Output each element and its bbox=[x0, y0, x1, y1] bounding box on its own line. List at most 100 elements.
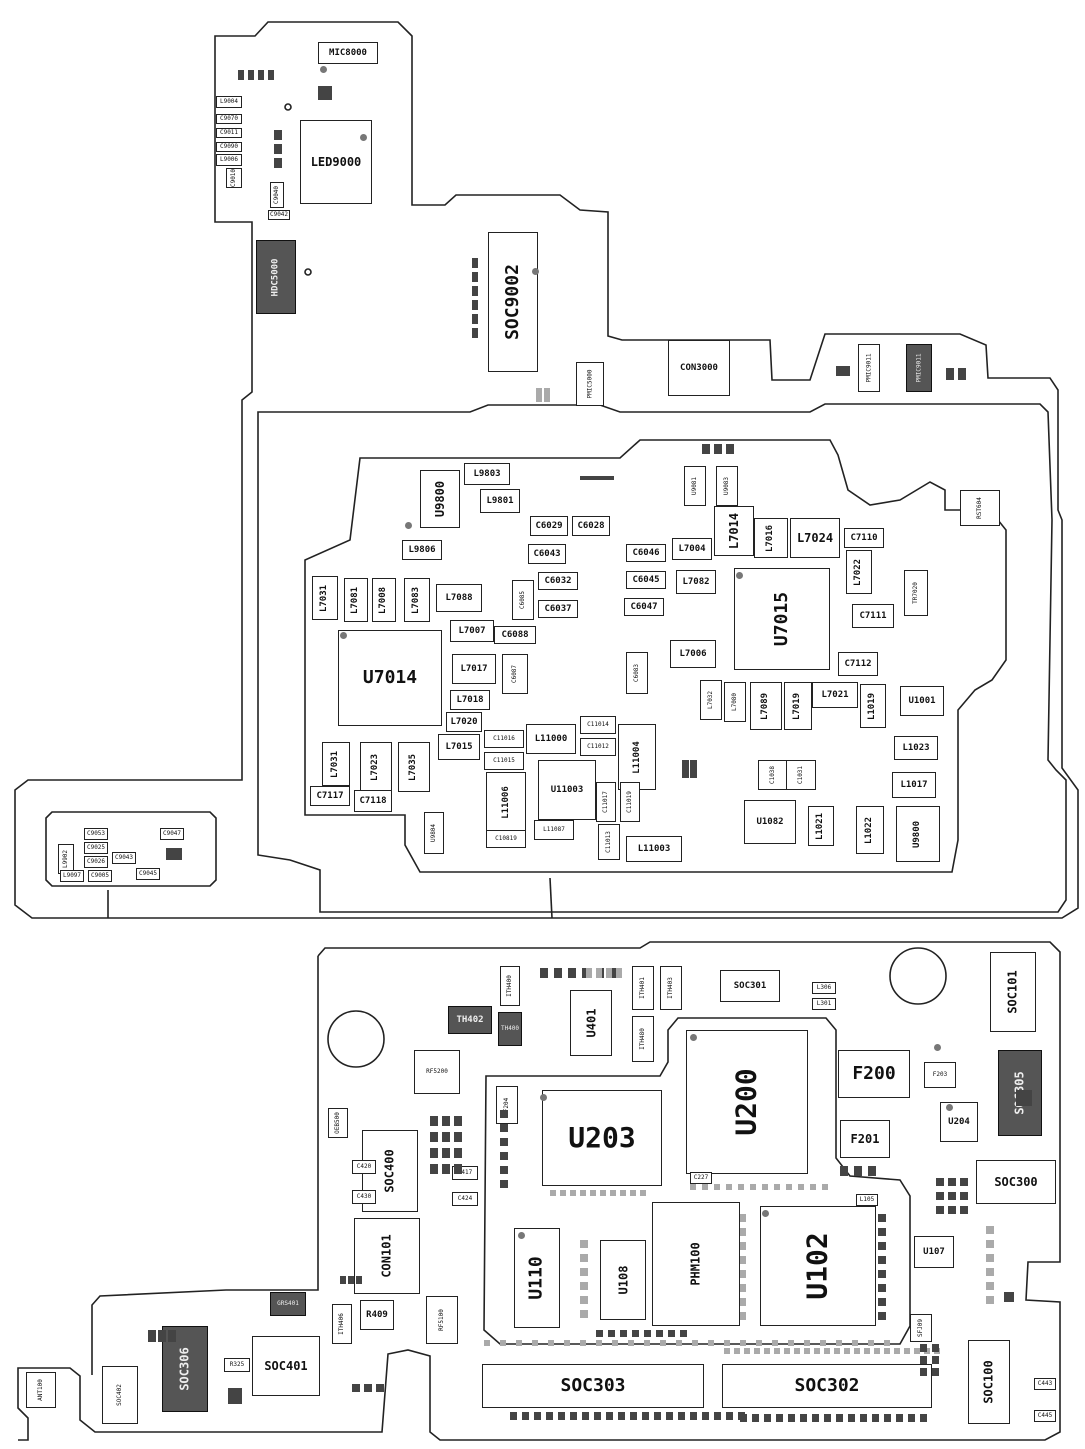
component-label: PMIC5000 bbox=[586, 369, 593, 399]
component-label: L1022 bbox=[864, 816, 875, 844]
component-label: U9804 bbox=[430, 823, 437, 843]
smd-pad bbox=[610, 1190, 616, 1196]
smd-pad bbox=[430, 1148, 438, 1158]
component-soc402: SOC402 bbox=[102, 1366, 138, 1424]
component-label: HDC5000 bbox=[270, 258, 281, 296]
component-label: SOC301 bbox=[733, 980, 767, 991]
component-l9801: L9801 bbox=[480, 489, 520, 513]
component-label: U200 bbox=[730, 1068, 763, 1136]
component-l11087: L11087 bbox=[534, 820, 574, 840]
component-label: L11004 bbox=[631, 740, 642, 774]
component-l306: L306 bbox=[812, 982, 836, 994]
smd-pad bbox=[822, 1184, 828, 1190]
smd-pad bbox=[774, 1348, 780, 1354]
smd-pad bbox=[896, 1414, 903, 1422]
component-label: C6037 bbox=[544, 603, 572, 614]
component-label: SOC303 bbox=[560, 1375, 626, 1396]
component-c227: C227 bbox=[690, 1172, 712, 1184]
smd-pad bbox=[878, 1298, 886, 1306]
component-label: SOC100 bbox=[982, 1360, 997, 1404]
pin1-marker bbox=[690, 1034, 697, 1041]
smd-pad bbox=[936, 1192, 944, 1200]
component-label: LED9000 bbox=[310, 155, 362, 169]
component-l7004: L7004 bbox=[672, 538, 712, 560]
component-c1031: C1031 bbox=[786, 760, 816, 790]
component-label: ITH401 bbox=[639, 977, 646, 999]
component-label: CON101 bbox=[379, 1234, 394, 1278]
component-label: C6085 bbox=[519, 590, 526, 610]
component-label: C443 bbox=[1037, 1380, 1053, 1387]
smd-pad bbox=[364, 1384, 372, 1392]
smd-pad bbox=[884, 1414, 891, 1422]
smd-pad bbox=[472, 258, 478, 268]
component-label: C6087 bbox=[511, 664, 518, 684]
pin1-marker bbox=[532, 268, 539, 275]
small-marker-hdc bbox=[304, 268, 312, 276]
component-u7015: U7015 bbox=[734, 568, 830, 670]
component-label: C1031 bbox=[797, 765, 804, 785]
smd-pad bbox=[946, 368, 954, 380]
smd-pad bbox=[268, 70, 274, 80]
component-ith406: ITH406 bbox=[332, 1304, 352, 1344]
smd-pad bbox=[248, 70, 254, 80]
component-c6028: C6028 bbox=[572, 516, 610, 536]
component-label: C6043 bbox=[533, 548, 561, 559]
smd-pad bbox=[868, 1166, 876, 1176]
pin1-marker bbox=[320, 66, 327, 73]
component-l301: L301 bbox=[812, 998, 836, 1010]
smd-pad bbox=[516, 1340, 522, 1346]
component-c7110: C7110 bbox=[844, 528, 884, 548]
smd-pad bbox=[764, 1414, 771, 1422]
component-label: RF5200 bbox=[426, 1068, 448, 1075]
smd-pad bbox=[878, 1256, 886, 1264]
smd-pad bbox=[836, 1340, 842, 1346]
component-label: L301 bbox=[816, 1000, 832, 1007]
smd-pad bbox=[340, 1276, 346, 1284]
component-label: C9042 bbox=[269, 211, 289, 218]
smd-pad bbox=[958, 368, 966, 380]
component-u108: U108 bbox=[600, 1240, 646, 1320]
component-label: C11014 bbox=[587, 721, 609, 728]
smd-pad bbox=[726, 1412, 733, 1420]
smd-pad bbox=[734, 1348, 740, 1354]
component-hdc5000: HDC5000 bbox=[256, 240, 296, 314]
component-r409: R409 bbox=[360, 1300, 394, 1330]
component-l7082: L7082 bbox=[676, 570, 716, 594]
smd-pad bbox=[540, 968, 548, 978]
component-label: L7007 bbox=[458, 625, 486, 636]
component-soc301: SOC301 bbox=[720, 970, 780, 1002]
smd-pad bbox=[932, 1344, 939, 1352]
component-label: L1017 bbox=[900, 779, 928, 790]
smd-pad bbox=[472, 300, 478, 310]
component-c7118: C7118 bbox=[354, 790, 392, 812]
component-c6083: C6083 bbox=[626, 652, 648, 694]
component-pmic9011a: PMIC9011 bbox=[858, 344, 880, 392]
smd-pad bbox=[878, 1228, 886, 1236]
smd-pad bbox=[274, 158, 282, 168]
smd-pad bbox=[608, 1330, 615, 1337]
smd-pad bbox=[642, 1412, 649, 1420]
component-label: L9006 bbox=[219, 156, 239, 163]
component-l7018: L7018 bbox=[450, 690, 490, 710]
smd-pad bbox=[740, 1340, 746, 1346]
component-c10819: C10819 bbox=[486, 830, 526, 848]
component-label: U108 bbox=[616, 1265, 630, 1295]
component-label: C9047 bbox=[162, 830, 182, 837]
pin1-marker bbox=[360, 134, 367, 141]
smd-pad bbox=[558, 1412, 565, 1420]
component-l7020: L7020 bbox=[446, 712, 482, 732]
component-label: OEB500 bbox=[334, 1112, 341, 1134]
smd-pad bbox=[472, 314, 478, 324]
component-label: U7015 bbox=[771, 591, 792, 647]
component-label: L7080 bbox=[731, 692, 738, 712]
component-tr7020: TR7020 bbox=[904, 570, 928, 616]
component-label: PHM100 bbox=[688, 1242, 703, 1286]
component-label: SOC302 bbox=[794, 1375, 860, 1396]
component-c6085: C6085 bbox=[512, 580, 534, 620]
smd-pad bbox=[620, 1330, 627, 1337]
component-label: SOC402 bbox=[116, 1384, 123, 1406]
component-label: C11012 bbox=[587, 743, 609, 750]
component-label: C420 bbox=[356, 1163, 372, 1170]
smd-pad bbox=[548, 1340, 554, 1346]
